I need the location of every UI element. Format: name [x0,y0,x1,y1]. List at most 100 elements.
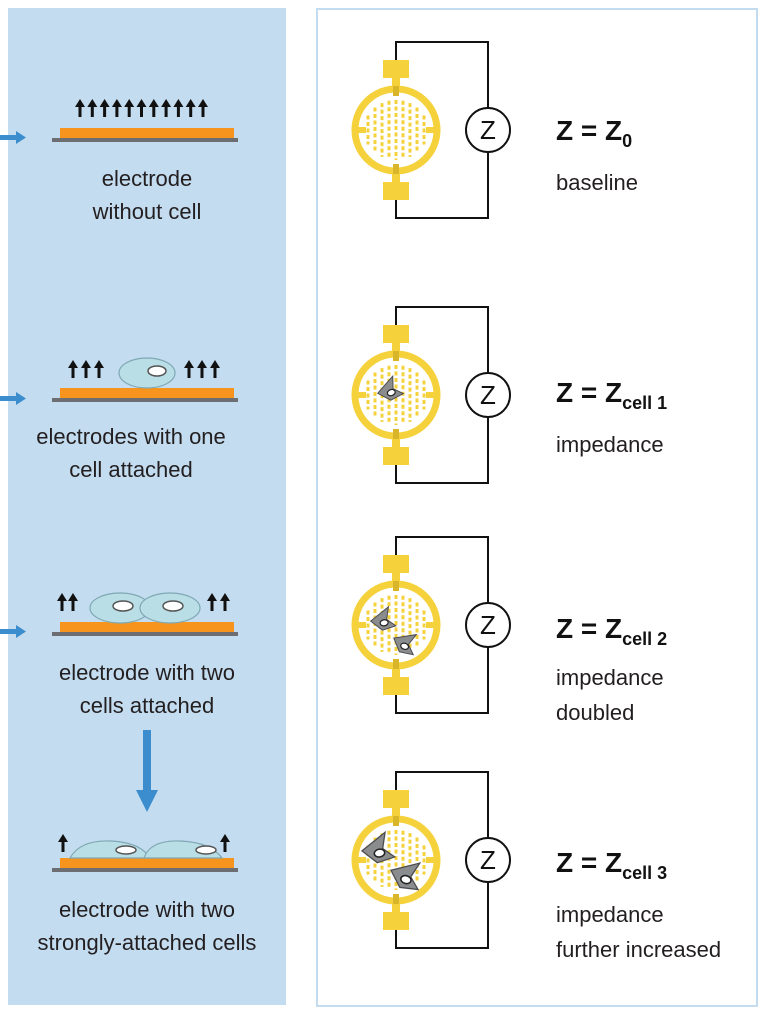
electrode-array-icon [351,580,441,670]
current-arrows-1 [75,99,208,117]
up-arrow-icon [197,360,207,378]
equation-subscript: cell 2 [622,629,668,649]
equation-state-4: Z = Zcell 3 [556,846,667,883]
up-arrow-icon [94,360,104,378]
up-arrow-icon [68,360,78,378]
contact-pad-icon [383,60,409,78]
caption-line: electrode with two [58,897,236,922]
contact-pad-icon [383,912,409,930]
left-panel [8,8,286,1005]
impedance-circuit-3: Z [351,536,511,714]
contact-pad-icon [383,325,409,343]
description-line: doubled [556,700,635,725]
up-arrow-icon [111,99,122,117]
cell-top-view-icon [369,605,397,631]
meter-label: Z [480,115,496,145]
description-line: further increased [556,937,722,962]
description-line: impedance [556,665,664,690]
meter-label: Z [480,845,496,875]
cell-side-3b [143,840,224,859]
impedance-meter-icon: Z [465,107,511,153]
description-line: impedance [556,902,664,927]
entry-arrow-1 [0,131,26,144]
up-arrow-icon [81,360,91,378]
caption-line: electrode with two [58,660,236,685]
up-arrow-icon [57,593,67,611]
cell-top-view-icon [376,374,405,401]
electrode-side-view-4 [52,834,238,872]
up-arrow-icon [198,99,208,117]
contact-pad-icon [383,790,409,808]
entry-arrow-2 [0,392,26,405]
impedance-meter-icon: Z [465,837,511,883]
contact-pad-icon [383,182,409,200]
caption-line: electrodes with one [36,424,226,449]
description-state-1: baseline [556,165,638,200]
cell-top-view-icon [389,862,422,891]
caption-line: without cell [92,199,202,224]
caption-state-4: electrode with two strongly-attached cel… [8,893,286,959]
contact-pad-icon [383,677,409,695]
description-line: impedance [556,432,664,457]
caption-line: electrode [101,166,193,191]
current-arrows-3 [57,593,230,611]
current-arrows-4 [58,834,230,852]
equation-main: Z = Z [556,377,623,408]
entry-arrow-3 [0,625,26,638]
equation-subscript: 0 [622,131,633,151]
cell-side-1 [118,357,176,389]
electrode-side-view-2 [52,357,238,402]
up-arrow-icon [99,99,110,117]
down-arrow [136,730,158,812]
cell-top-view-icon [360,830,397,864]
up-arrow-icon [148,99,159,117]
caption-line: cell attached [69,457,193,482]
electrode-side-view-1 [52,99,238,142]
up-arrow-icon [220,834,230,852]
up-arrow-icon [136,99,147,117]
up-arrow-icon [124,99,135,117]
equation-main: Z = Z [556,847,623,878]
contact-pad-icon [383,447,409,465]
equation-state-1: Z = Z0 [556,114,632,151]
meter-label: Z [480,610,496,640]
description-state-4: impedance further increased [556,897,721,967]
equation-subscript: cell 3 [622,863,668,883]
electrode-side-view-3 [52,592,238,636]
electrode-array-icon [351,85,441,175]
up-arrow-icon [173,99,184,117]
up-arrow-icon [87,99,98,117]
impedance-circuit-4: Z [351,771,511,949]
cell-side-3a [68,840,152,859]
equation-subscript: cell 1 [622,393,668,413]
up-arrow-icon [210,360,220,378]
equation-state-3: Z = Zcell 2 [556,612,667,649]
caption-line: strongly-attached cells [37,930,257,955]
up-arrow-icon [58,834,68,852]
equation-main: Z = Z [556,613,623,644]
up-arrow-icon [184,360,194,378]
impedance-circuit-2: Z [351,306,511,484]
caption-line: cells attached [79,693,215,718]
impedance-meter-icon: Z [465,372,511,418]
up-arrow-icon [207,593,217,611]
up-arrow-icon [68,593,78,611]
caption-state-3: electrode with two cells attached [8,656,286,722]
up-arrow-icon [185,99,196,117]
current-arrows-2 [68,360,220,378]
up-arrow-icon [75,99,85,117]
description-state-3: impedance doubled [556,660,664,730]
equation-state-2: Z = Zcell 1 [556,376,667,413]
up-arrow-icon [161,99,172,117]
description-line: baseline [556,170,638,195]
electrode-array-icon [351,815,441,905]
contact-pad-icon [383,555,409,573]
equation-main: Z = Z [556,115,623,146]
cell-top-view-icon [393,633,418,656]
description-state-2: impedance [556,427,664,462]
caption-state-2: electrodes with one cell attached [0,420,270,486]
up-arrow-icon [220,593,230,611]
cell-side-2b [139,592,201,624]
impedance-meter-icon: Z [465,602,511,648]
